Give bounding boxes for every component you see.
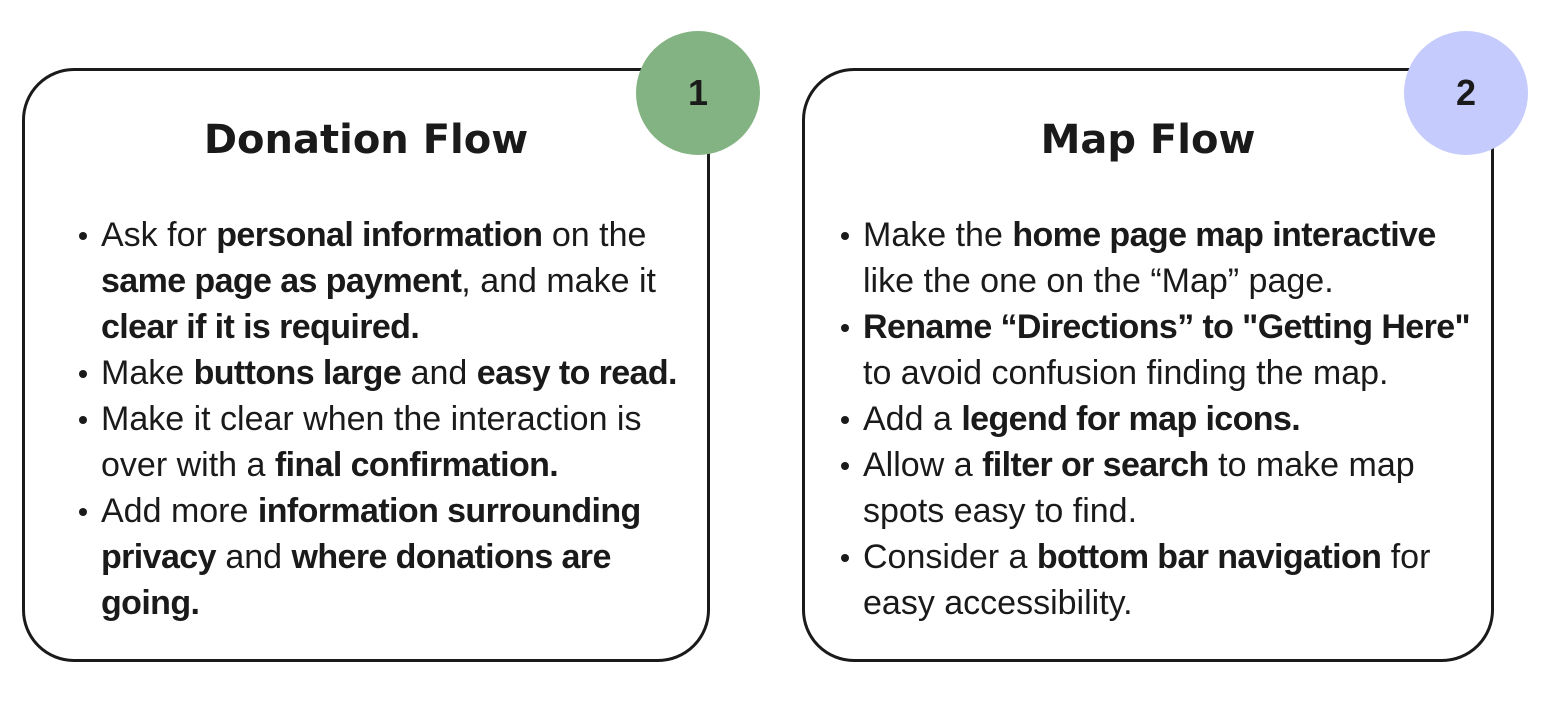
text: to make map spots easy to find. bbox=[863, 446, 1415, 530]
bold-text: Rename “Directions” to "Getting Here" bbox=[863, 308, 1471, 346]
text: and bbox=[401, 354, 477, 392]
text: on the bbox=[542, 216, 647, 254]
bullet-item: Ask for personal information on the same… bbox=[79, 212, 701, 350]
bold-text: easy to read. bbox=[476, 354, 678, 392]
text: and bbox=[215, 538, 292, 576]
card-title: Donation Flow bbox=[203, 117, 529, 163]
bold-text: information surrounding privacy bbox=[101, 492, 641, 576]
bullet-list: Make the home page map interactive like … bbox=[841, 212, 1483, 626]
text: , and make it bbox=[461, 262, 656, 300]
text: Consider a bbox=[863, 538, 1037, 576]
bold-text: bottom bar navigation bbox=[1036, 538, 1382, 576]
bullet-item: Allow a filter or search to make map spo… bbox=[841, 442, 1483, 534]
bold-text: clear if it is required. bbox=[101, 308, 420, 346]
text: Add more bbox=[101, 492, 258, 530]
bold-text: legend for map icons. bbox=[961, 400, 1301, 438]
text: Allow a bbox=[863, 446, 983, 484]
text: Make bbox=[101, 354, 194, 392]
bullet-item: Make buttons large and easy to read. bbox=[79, 350, 701, 396]
step-number-badge: 2 bbox=[1404, 31, 1528, 155]
bullet-item: Make it clear when the interaction is ov… bbox=[79, 396, 701, 488]
card-map-flow: Map Flow Make the home page map interact… bbox=[802, 68, 1494, 662]
bold-text: buttons large bbox=[193, 354, 402, 392]
bullet-item: Consider a bottom bar navigation for eas… bbox=[841, 534, 1483, 626]
text: Make it clear when the interaction is ov… bbox=[101, 400, 642, 484]
text: for easy accessibility. bbox=[863, 538, 1431, 622]
bold-text: filter or search bbox=[982, 446, 1209, 484]
bullet-item: Add more information surrounding privacy… bbox=[79, 488, 701, 626]
bold-text: where donations are going. bbox=[101, 538, 611, 622]
step-number-badge: 1 bbox=[636, 31, 760, 155]
card-title: Map Flow bbox=[1040, 117, 1256, 163]
bold-text: personal information bbox=[216, 216, 543, 254]
bullet-item: Add a legend for map icons. bbox=[841, 396, 1483, 442]
bold-text: home page map interactive bbox=[1012, 216, 1436, 254]
bullet-item: Rename “Directions” to "Getting Here" to… bbox=[841, 304, 1483, 396]
text: Make the bbox=[863, 216, 1013, 254]
text: like the one on the “Map” page. bbox=[863, 262, 1334, 300]
bullet-list: Ask for personal information on the same… bbox=[79, 212, 701, 626]
text: to avoid confusion finding the map. bbox=[863, 354, 1389, 392]
card-donation-flow: Donation Flow Ask for personal informati… bbox=[22, 68, 710, 662]
bullet-item: Make the home page map interactive like … bbox=[841, 212, 1483, 304]
text: Ask for bbox=[101, 216, 217, 254]
bold-text: same page as payment bbox=[101, 262, 462, 300]
text: Add a bbox=[863, 400, 962, 438]
bold-text: final confirmation. bbox=[274, 446, 559, 484]
